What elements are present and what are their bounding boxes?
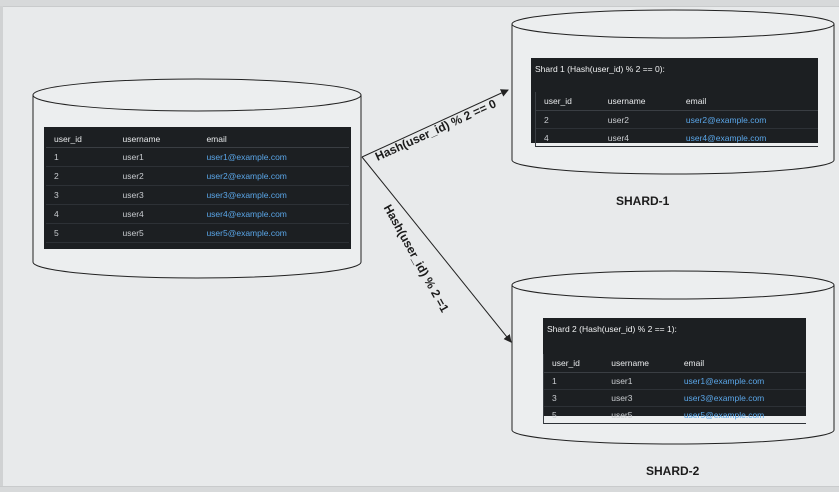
column-header-user-id: user_id: [46, 131, 115, 148]
cell-email: user3@example.com: [675, 389, 806, 407]
cell-email: user5@example.com: [675, 406, 806, 424]
table-row: 2 user2 user2@example.com: [46, 166, 349, 186]
table-row: 1 user1 user1@example.com: [544, 372, 806, 390]
cell-user-id: 2: [46, 166, 115, 186]
table-row: 5 user5 user5@example.com: [46, 223, 349, 243]
cell-username: user2: [599, 110, 678, 129]
shard1-label: SHARD-1: [616, 194, 670, 208]
table-row: 3 user3 user3@example.com: [46, 185, 349, 205]
column-header-email: email: [677, 92, 818, 111]
cell-user-id: 1: [544, 372, 604, 390]
cell-username: user3: [603, 389, 676, 407]
cell-user-id: 4: [536, 128, 600, 147]
cell-username: user2: [114, 166, 199, 186]
column-header-username: username: [114, 131, 199, 148]
shard2-label: SHARD-2: [646, 464, 700, 478]
shard2-table: Shard 2 (Hash(user_id) % 2 == 1): user_i…: [543, 318, 806, 424]
shard2-caption: Shard 2 (Hash(user_id) % 2 == 1):: [547, 324, 677, 334]
canvas-top-border: [0, 0, 839, 7]
users-table: user_id username email 1 user1 user1@exa…: [44, 127, 351, 249]
cell-username: user3: [114, 185, 199, 205]
cell-email: user4@example.com: [677, 128, 818, 147]
table-row: 1 user1 user1@example.com: [46, 147, 349, 167]
shard1-table: Shard 1 (Hash(user_id) % 2 == 0): user_i…: [531, 58, 818, 147]
table-row: 4 user4 user4@example.com: [46, 204, 349, 224]
cell-username: user1: [603, 372, 676, 390]
column-header-user-id: user_id: [544, 354, 604, 373]
table-header-row: user_id username email: [544, 354, 806, 373]
table-row: 3 user3 user3@example.com: [544, 389, 806, 407]
cell-email: user2@example.com: [677, 110, 818, 129]
table-row: 2 user2 user2@example.com: [536, 110, 818, 129]
cell-username: user1: [114, 147, 199, 167]
cell-email: user2@example.com: [198, 166, 349, 186]
column-header-user-id: user_id: [536, 92, 600, 111]
table-header-row: user_id username email: [46, 131, 349, 148]
arrow-to-shard2: [361, 156, 512, 343]
cell-user-id: 4: [46, 204, 115, 224]
cell-user-id: 1: [46, 147, 115, 167]
cell-user-id: 3: [46, 185, 115, 205]
cell-username: user4: [114, 204, 199, 224]
table-row: 4 user4 user4@example.com: [536, 128, 818, 147]
cell-email: user1@example.com: [198, 147, 349, 167]
cell-username: user5: [114, 223, 199, 243]
column-header-email: email: [675, 354, 806, 373]
cell-email: user4@example.com: [198, 204, 349, 224]
shard1-caption: Shard 1 (Hash(user_id) % 2 == 0):: [535, 64, 665, 74]
cell-email: user5@example.com: [198, 223, 349, 243]
canvas-bottom-border: [0, 486, 839, 492]
cell-user-id: 2: [536, 110, 600, 129]
column-header-username: username: [599, 92, 678, 111]
table-row: 5 user5 user5@example.com: [544, 406, 806, 424]
cell-user-id: 3: [544, 389, 604, 407]
cell-email: user1@example.com: [675, 372, 806, 390]
cell-username: user5: [603, 406, 676, 424]
column-header-username: username: [603, 354, 676, 373]
cell-user-id: 5: [544, 406, 604, 424]
table-header-row: user_id username email: [536, 92, 818, 111]
column-header-email: email: [198, 131, 349, 148]
cell-username: user4: [599, 128, 678, 147]
canvas-left-border: [0, 6, 3, 486]
cell-user-id: 5: [46, 223, 115, 243]
cell-email: user3@example.com: [198, 185, 349, 205]
arrow-to-shard1: [361, 89, 509, 158]
